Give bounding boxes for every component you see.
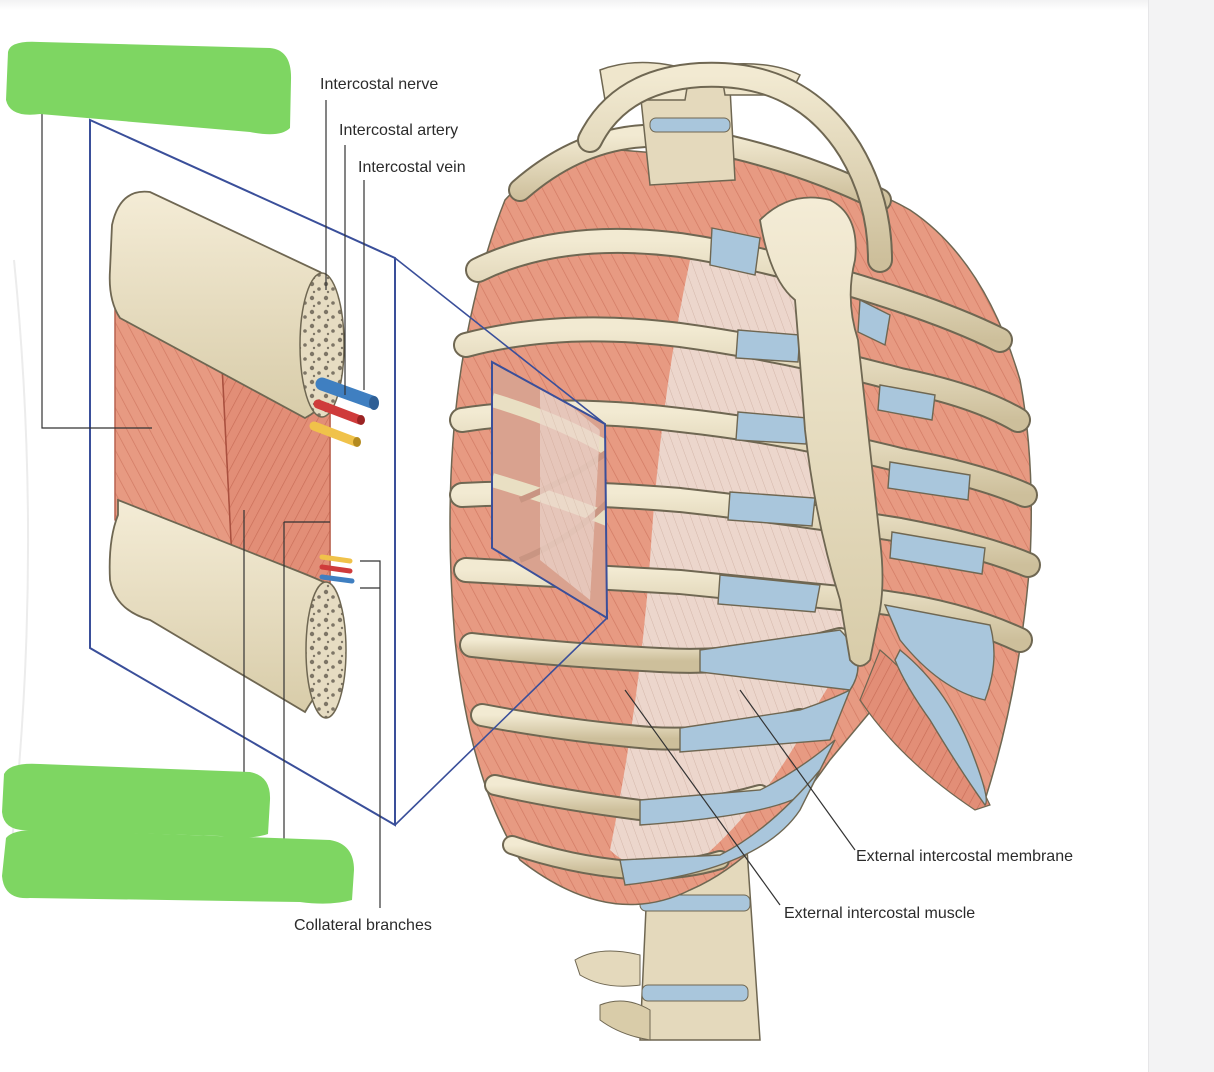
collateral-branch-bundle	[319, 554, 355, 584]
label-intercostal-vein: Intercostal vein	[358, 159, 466, 176]
side-panel	[1148, 0, 1214, 1072]
anatomy-figure: Intercostal nerve Intercostal artery Int…	[2, 41, 1073, 1041]
redaction-mark	[6, 41, 292, 135]
lower-rib-cross-section	[305, 581, 347, 719]
upper-neurovascular-bundle	[309, 377, 379, 447]
thorax-leader-lines	[624, 689, 856, 906]
label-intercostal-nerve: Intercostal nerve	[320, 76, 438, 93]
upper-rib-cross-section	[299, 272, 345, 418]
redaction-mark	[2, 763, 271, 838]
inset-leader-lines	[41, 100, 381, 908]
inset-connector-lines	[394, 257, 608, 826]
thoracic-cage-illustration	[394, 61, 1041, 1041]
lower-rib-segment	[108, 498, 331, 714]
cutaway-window	[491, 360, 609, 620]
label-intercostal-artery: Intercostal artery	[339, 122, 458, 139]
image-viewer: Intercostal nerve Intercostal artery Int…	[0, 0, 1148, 1041]
label-external-intercostal-membrane: External intercostal membrane	[856, 848, 1073, 865]
label-external-intercostal-muscle: External intercostal muscle	[784, 905, 975, 922]
redaction-mark	[2, 829, 354, 904]
sternum	[759, 196, 884, 667]
label-collateral-branches: Collateral branches	[294, 917, 432, 934]
muscle-fold-line	[221, 364, 233, 561]
viewer-top-edge	[0, 0, 1148, 10]
first-rib	[579, 63, 891, 271]
redaction-marks	[2, 41, 354, 904]
costal-cartilages	[619, 227, 995, 886]
